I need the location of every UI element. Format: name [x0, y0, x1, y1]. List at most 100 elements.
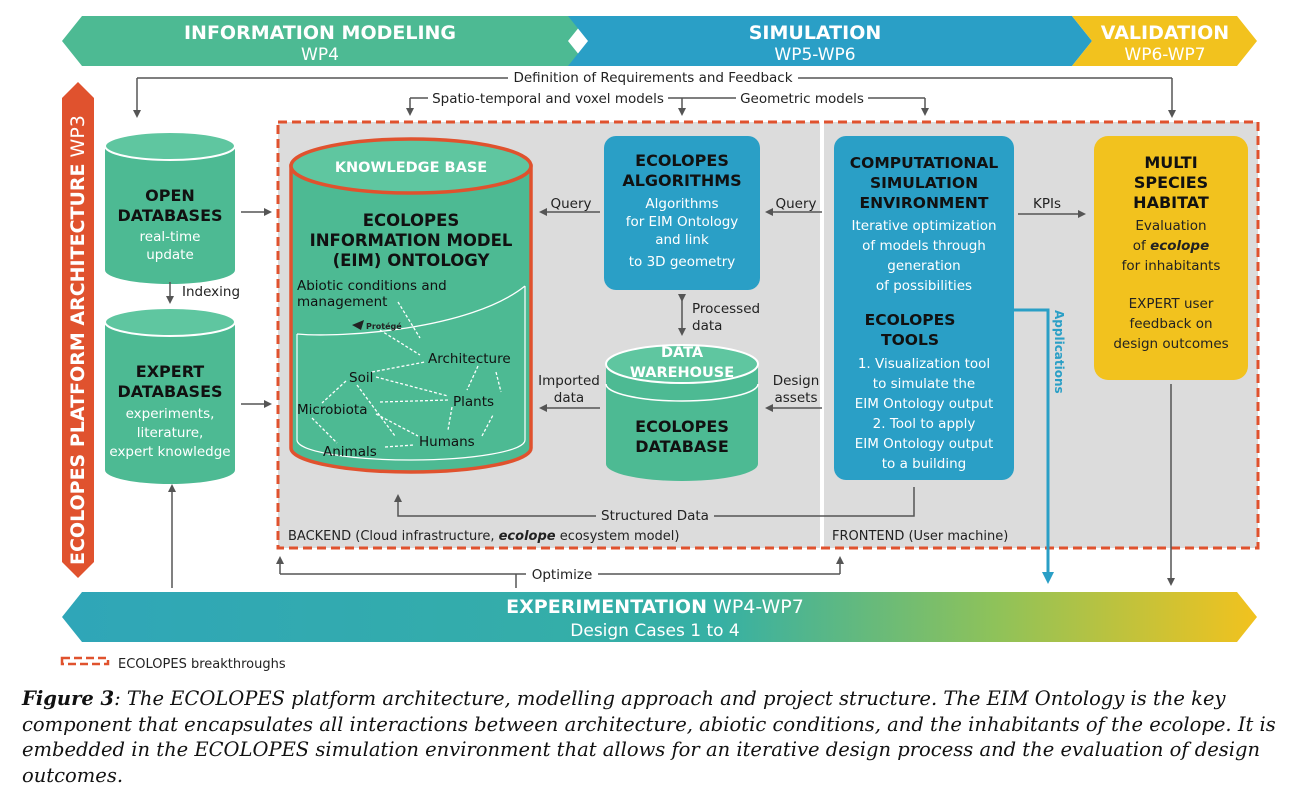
node-architecture: Architecture	[428, 351, 511, 367]
tools-line2: to simulate the	[873, 376, 975, 392]
algo-line3: and link	[655, 232, 709, 248]
info-title: INFORMATION MODELING	[184, 22, 456, 44]
sim-env-line3: generation	[887, 258, 960, 274]
tools-line4: 2. Tool to apply	[873, 416, 976, 432]
processed-line2: data	[692, 318, 722, 334]
ontology-links	[311, 301, 502, 448]
warehouse-top2: WAREHOUSE	[630, 365, 734, 381]
warehouse-title1: ECOLOPES	[635, 417, 729, 436]
simulation-environment-box	[834, 136, 1014, 480]
algorithms-box	[604, 136, 760, 290]
data-warehouse	[605, 344, 759, 481]
sim-env-title1: COMPUTATIONAL	[850, 154, 999, 172]
frontend-label: FRONTEND (User machine)	[832, 529, 1008, 544]
habitat-line1: Evaluation	[1135, 218, 1206, 234]
banner-validation	[1072, 16, 1257, 66]
habitat-title3: HABITAT	[1133, 193, 1209, 212]
sim-env-title3: ENVIRONMENT	[860, 194, 989, 212]
expert-db-line1: experiments,	[126, 406, 215, 422]
banner-information-modeling	[62, 16, 588, 66]
sim-wp: WP5-WP6	[774, 45, 855, 65]
design-assets-line2: assets	[775, 390, 818, 406]
kpis-label: KPIs	[1033, 196, 1061, 212]
sim-env-line4: of possibilities	[876, 278, 972, 294]
kb-title3: (EIM) ONTOLOGY	[333, 251, 491, 270]
tools-line5: EIM Ontology output	[855, 436, 994, 452]
val-wp: WP6-WP7	[1124, 45, 1205, 65]
habitat-line5: feedback on	[1129, 316, 1212, 332]
habitat-title1: MULTI	[1144, 153, 1197, 172]
expert-databases	[104, 307, 236, 484]
backend-label: BACKEND (Cloud infrastructure, ecolope e…	[288, 529, 680, 544]
open-db-title1: OPEN	[145, 186, 195, 205]
expert-db-title2: DATABASES	[117, 382, 222, 401]
optimize-label: Optimize	[532, 567, 593, 583]
protege-label: Protégé	[366, 321, 402, 331]
habitat-line4: EXPERT user	[1129, 296, 1214, 312]
tools-line3: EIM Ontology output	[855, 396, 994, 412]
node-plants: Plants	[453, 394, 494, 410]
experimentation-title: EXPERIMENTATION WP4-WP7	[506, 596, 804, 618]
legend-label: ECOLOPES breakthroughs	[118, 657, 286, 672]
processed-line1: Processed	[692, 301, 760, 317]
requirements-label: Definition of Requirements and Feedback	[513, 70, 792, 86]
tools-title1: ECOLOPES	[865, 311, 956, 329]
spatio-label: Spatio-temporal and voxel models	[432, 91, 664, 107]
indexing-label: Indexing	[182, 284, 240, 300]
imported-line1: Imported	[538, 373, 600, 389]
kb-title1: ECOLOPES	[363, 211, 460, 230]
geometric-label: Geometric models	[740, 91, 864, 107]
breakthrough-boundary	[276, 120, 1260, 550]
tools-title2: TOOLS	[881, 331, 939, 349]
architecture-diagram: INFORMATION MODELING WP4 SIMULATION WP5-…	[60, 16, 1260, 672]
applications-label: Applications	[1052, 310, 1066, 394]
sim-env-line2: of models through	[862, 238, 986, 254]
tools-line1: 1. Visualization tool	[858, 356, 990, 372]
legend-swatch	[60, 656, 110, 666]
algo-title1: ECOLOPES	[635, 151, 729, 170]
banner-simulation	[568, 16, 1092, 66]
algo-line1: Algorithms	[645, 196, 718, 212]
caption-label: Figure 3	[22, 687, 115, 710]
applications-arrow	[1014, 308, 1054, 584]
figure-caption: Figure 3: The ECOLOPES platform architec…	[22, 686, 1292, 788]
habitat-box	[1094, 136, 1248, 380]
sim-env-title2: SIMULATION	[870, 174, 978, 192]
platform-title: ECOLOPES PLATFORM ARCHITECTURE WP3	[67, 115, 89, 565]
tools-line6: to a building	[882, 456, 966, 472]
habitat-line2: of ecolope	[1133, 238, 1209, 254]
algo-line4: to 3D geometry	[629, 254, 736, 270]
imported-line2: data	[554, 390, 584, 406]
expert-db-title1: EXPERT	[136, 362, 205, 381]
design-assets-line1: Design	[773, 373, 820, 389]
expert-db-line3: expert knowledge	[109, 444, 230, 460]
open-db-line1: real-time	[140, 229, 201, 245]
val-title: VALIDATION	[1101, 22, 1229, 44]
info-wp: WP4	[301, 45, 339, 65]
platform-architecture-banner	[62, 82, 94, 578]
habitat-line3: for inhabitants	[1122, 258, 1221, 274]
habitat-line6: design outcomes	[1113, 336, 1228, 352]
warehouse-title2: DATABASE	[635, 437, 729, 456]
habitat-title2: SPECIES	[1134, 173, 1208, 192]
node-soil: Soil	[349, 370, 373, 386]
algo-line2: for EIM Ontology	[626, 214, 739, 230]
node-humans: Humans	[419, 434, 475, 450]
knowledge-base	[289, 137, 533, 474]
query-right-label: Query	[775, 196, 816, 212]
expert-db-line2: literature,	[137, 425, 204, 441]
protege-logo-icon	[352, 320, 364, 330]
caption-text: : The ECOLOPES platform architecture, mo…	[22, 687, 1276, 787]
open-db-line2: update	[146, 247, 194, 263]
node-microbiota: Microbiota	[297, 402, 367, 418]
sim-title: SIMULATION	[749, 22, 882, 44]
kb-abiotic1: Abiotic conditions and	[297, 278, 447, 294]
kb-title2: INFORMATION MODEL	[310, 231, 513, 250]
experimentation-sub: Design Cases 1 to 4	[570, 621, 739, 641]
algo-title2: ALGORITHMS	[622, 171, 741, 190]
query-left-label: Query	[550, 196, 591, 212]
open-databases	[104, 131, 236, 284]
structured-label: Structured Data	[601, 508, 709, 524]
open-db-title2: DATABASES	[117, 206, 222, 225]
warehouse-top1: DATA	[661, 345, 704, 361]
